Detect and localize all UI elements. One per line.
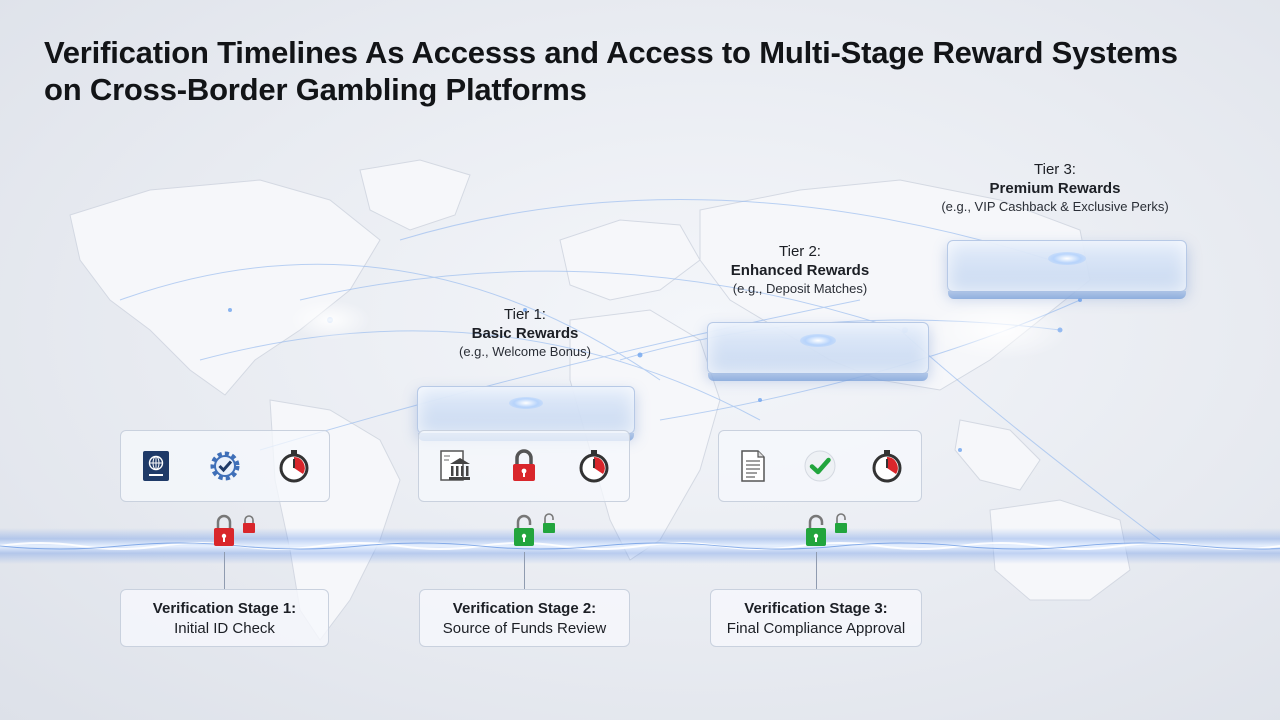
stage-1-icon-panel xyxy=(120,430,330,502)
tier-1-example: (e.g., Welcome Bonus) xyxy=(459,344,591,359)
gear-check-icon xyxy=(207,448,243,484)
stage-3-connector xyxy=(816,552,817,589)
stage-2-connector xyxy=(524,552,525,589)
verification-stage-1: Verification Stage 1: Initial ID Check xyxy=(120,589,329,647)
checkmark-icon xyxy=(802,448,838,484)
tier-1-platform xyxy=(417,386,635,441)
stage-2-unlock-icon xyxy=(514,513,555,546)
tier-3-example: (e.g., VIP Cashback & Exclusive Perks) xyxy=(941,199,1169,214)
tier-2-label: Tier 2: Enhanced Rewards (e.g., Deposit … xyxy=(690,242,910,298)
tier-2-platform xyxy=(707,322,929,381)
bank-document-icon xyxy=(436,448,472,484)
stage-2-subtitle: Source of Funds Review xyxy=(442,620,607,637)
stopwatch-icon xyxy=(869,448,905,484)
tier-1-name: Basic Rewards xyxy=(471,325,579,342)
padlock-icon xyxy=(506,448,542,484)
tier-2-number: Tier 2: xyxy=(779,243,821,260)
stage-3-subtitle: Final Compliance Approval xyxy=(726,620,906,637)
stage-3-title: Verification Stage 3: xyxy=(744,600,888,617)
tier-3-label: Tier 3: Premium Rewards (e.g., VIP Cashb… xyxy=(905,160,1205,216)
tier-1-number: Tier 1: xyxy=(504,306,546,323)
stage-3-unlock-icon xyxy=(806,513,847,546)
stage-1-connector xyxy=(224,552,225,589)
verification-stage-2: Verification Stage 2: Source of Funds Re… xyxy=(419,589,630,647)
tier-3-platform xyxy=(947,240,1187,299)
tier-3-number: Tier 3: xyxy=(1034,161,1076,178)
timeline-signal xyxy=(0,542,1280,550)
tier-3-name: Premium Rewards xyxy=(989,180,1121,197)
tier-1-label: Tier 1: Basic Rewards (e.g., Welcome Bon… xyxy=(420,305,630,361)
stage-1-lock-icon xyxy=(214,514,255,546)
stage-1-title: Verification Stage 1: xyxy=(152,600,297,617)
stage-1-subtitle: Initial ID Check xyxy=(174,620,275,637)
tier-2-example: (e.g., Deposit Matches) xyxy=(732,281,868,296)
stage-2-title: Verification Stage 2: xyxy=(452,600,597,617)
verification-stage-3: Verification Stage 3: Final Compliance A… xyxy=(710,589,922,647)
document-icon xyxy=(735,448,771,484)
passport-icon xyxy=(138,448,174,484)
stopwatch-icon xyxy=(276,448,312,484)
stopwatch-icon xyxy=(576,448,612,484)
page-title: Verification Timelines As Accesss and Ac… xyxy=(44,35,1178,107)
stage-3-icon-panel xyxy=(718,430,922,502)
stage-2-icon-panel xyxy=(418,430,630,502)
tier-2-name: Enhanced Rewards xyxy=(730,262,870,279)
